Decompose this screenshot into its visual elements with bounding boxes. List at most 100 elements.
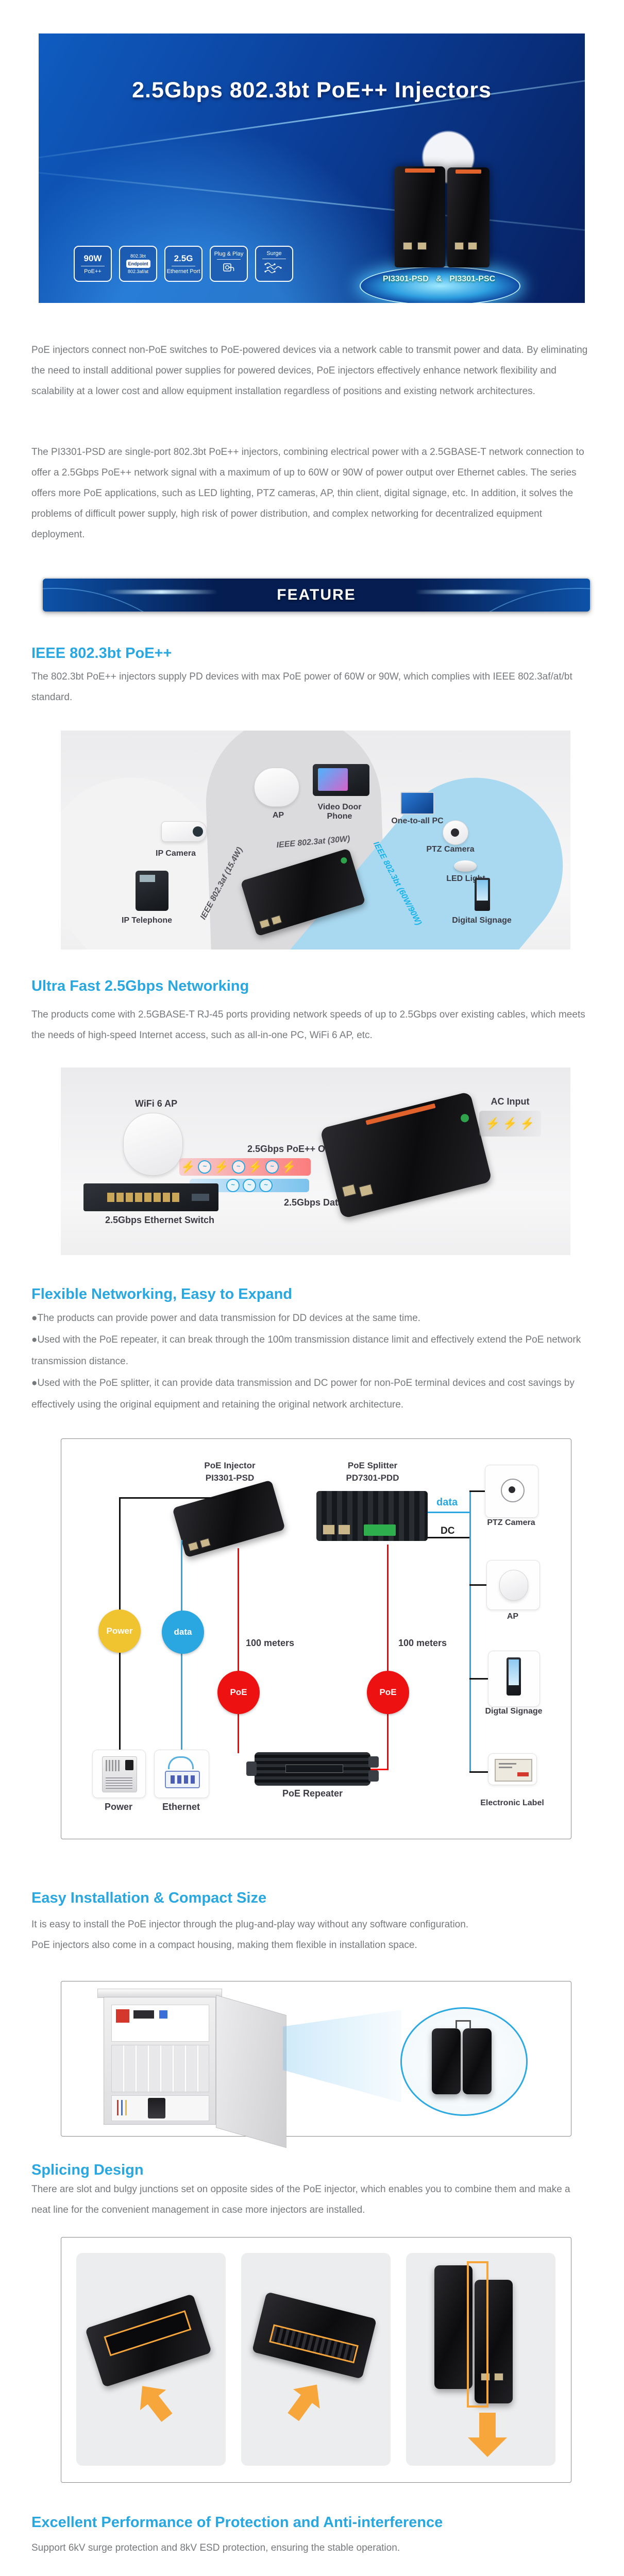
cabinet-open-door	[216, 1995, 286, 2148]
data-wave-icon: ~	[243, 1179, 256, 1192]
poe-standards-fan-image: AP Video Door Phone One-to-all PC PTZ Ca…	[61, 731, 570, 950]
badge-standards: 802.3bt Endpoint 802.3af/at	[119, 246, 157, 282]
ptz-card-label: PTZ Camera	[487, 1518, 535, 1527]
led-light-device	[454, 860, 477, 872]
section-body-poe: The 802.3bt PoE++ injectors supply PD de…	[31, 671, 572, 703]
ip-telephone-device	[136, 871, 168, 911]
electronic-label-device	[495, 1759, 532, 1782]
badge-divider	[217, 259, 241, 260]
data-wave-icon: ~	[265, 1160, 279, 1174]
power-supply-card	[92, 1750, 146, 1798]
badge-plug-and-play: Plug & Play	[210, 246, 248, 282]
section-body-protection: Support 6kV surge protection and 8kV ESD…	[31, 2543, 400, 2553]
badge-bottom-label: 802.3af/at	[127, 269, 149, 274]
power-button	[460, 1113, 470, 1123]
badge-bottom-label: Ethernet Port	[166, 268, 200, 275]
distance-label: 100 meters	[245, 1638, 295, 1648]
spliced-injector-pair	[434, 2265, 473, 2389]
ip-telephone-label: IP Telephone	[121, 916, 173, 925]
stub-wire	[469, 1771, 488, 1773]
section-body-networking: The products come with 2.5GBASE-T RJ-45 …	[31, 1009, 585, 1041]
sfp-slots	[192, 1194, 209, 1201]
rj45-port	[454, 242, 464, 250]
cabinet-wiring-area	[111, 2095, 209, 2121]
banner-glow	[105, 590, 218, 594]
splitter-title: PoE Splitter	[347, 1461, 398, 1470]
cabinet-body	[104, 1997, 216, 2125]
injector-product-photo	[395, 166, 445, 267]
repeater-label: PoE Repeater	[282, 1788, 343, 1799]
stub-wire	[469, 1584, 486, 1586]
section-heading-flexible: Flexible Networking, Easy to Expand	[31, 1286, 293, 1302]
switch-ports	[107, 1193, 184, 1203]
badge-bottom-label: PoE++	[84, 268, 102, 275]
signage-card	[488, 1651, 540, 1707]
section-heading-splicing: Splicing Design	[31, 2162, 144, 2178]
junction-highlight	[467, 2261, 488, 2408]
video-door-line2: Phone	[327, 812, 352, 821]
connection-diagram-image: WiFi 6 AP 2.5Gbps PoE++ Output ⚡ ~ ⚡ ~ ⚡…	[61, 1067, 570, 1255]
lightning-icon: ⚡	[181, 1160, 195, 1173]
badge-top-label: 90W	[83, 253, 102, 263]
cabinet-breaker-panel	[111, 2005, 209, 2042]
arrow-up-left-icon	[129, 2376, 180, 2428]
injector-top-label	[365, 1103, 436, 1125]
data-wave-icon: ~	[259, 1179, 273, 1192]
injector-with-slot	[85, 2293, 212, 2388]
zoom-ellipse	[400, 2007, 528, 2116]
digital-signage-device	[507, 1657, 521, 1696]
dc-terminal-block	[364, 1524, 396, 1536]
poe-output-label: 2.5Gbps PoE++ Output	[247, 1144, 349, 1154]
device-screen	[509, 1659, 519, 1685]
data-wave-icon: ~	[231, 1160, 245, 1174]
video-door-phone-label: Video Door Phone	[314, 803, 365, 821]
product-glow-base	[360, 266, 520, 303]
rj45-port	[199, 1538, 211, 1548]
section-heading-networking: Ultra Fast 2.5Gbps Networking	[31, 978, 249, 994]
rj45-port	[338, 1524, 350, 1535]
arrow-down-icon	[468, 2413, 507, 2457]
light-streak	[39, 163, 585, 245]
section-heading-install: Easy Installation & Compact Size	[31, 1890, 267, 1906]
camera-lens	[451, 828, 459, 837]
ip-camera-label: IP Camera	[156, 849, 196, 858]
cabinet-install-image	[61, 1981, 571, 2148]
endpoint-chip: Endpoint	[126, 260, 150, 268]
section-heading-protection: Excellent Performance of Protection and …	[31, 2514, 443, 2531]
wifi6-ap-label: WiFi 6 AP	[134, 1098, 178, 1109]
lightning-icon: ⚡	[503, 1117, 517, 1130]
poe-wire	[369, 1769, 389, 1770]
intro-paragraph-1: PoE injectors connect non-PoE switches t…	[31, 345, 588, 397]
bullet-item: ●Used with the PoE repeater, it can brea…	[31, 1334, 581, 1367]
lightning-icon: ⚡	[520, 1117, 535, 1130]
splitter-device	[316, 1491, 428, 1541]
power-supply-device	[102, 1756, 137, 1792]
rj45-port	[323, 1524, 335, 1535]
injector-title: PoE Injector	[204, 1461, 256, 1470]
splicing-image	[61, 2237, 571, 2483]
feature-banner: FEATURE	[43, 579, 590, 612]
arrow-up-right-icon	[280, 2375, 330, 2427]
ptz-camera-card	[485, 1465, 538, 1518]
spliced-injector-pair	[475, 2280, 513, 2403]
poe-wire	[238, 1548, 239, 1753]
data-wire-label: data	[436, 1497, 458, 1508]
dc-wire	[428, 1537, 470, 1538]
digital-signage-device	[475, 878, 490, 911]
lightning-icon: ⚡	[485, 1117, 500, 1130]
hero-banner: 2.5Gbps 802.3bt PoE++ Injectors 90W PoE+…	[39, 33, 585, 303]
product-model-names: PI3301-PSD & PI3301-PSC	[382, 275, 496, 283]
ethernet-connector-icon	[165, 1771, 200, 1788]
install-line-2: PoE injectors also come in a compact hou…	[31, 1940, 417, 1951]
badge-25g-port: 2.5G Ethernet Port	[164, 246, 203, 282]
splice-panel-2	[241, 2253, 391, 2466]
digital-signage-label: Digital Signage	[452, 916, 512, 925]
ip-camera-device	[161, 821, 207, 842]
badge-top-label: Plug & Play	[214, 251, 244, 257]
feature-banner-title: FEATURE	[277, 586, 356, 603]
injector-top-label	[404, 168, 435, 173]
ptz-camera-label: PTZ Camera	[426, 845, 475, 854]
hanging-clip	[456, 2020, 471, 2029]
cable-gland	[246, 1761, 257, 1776]
